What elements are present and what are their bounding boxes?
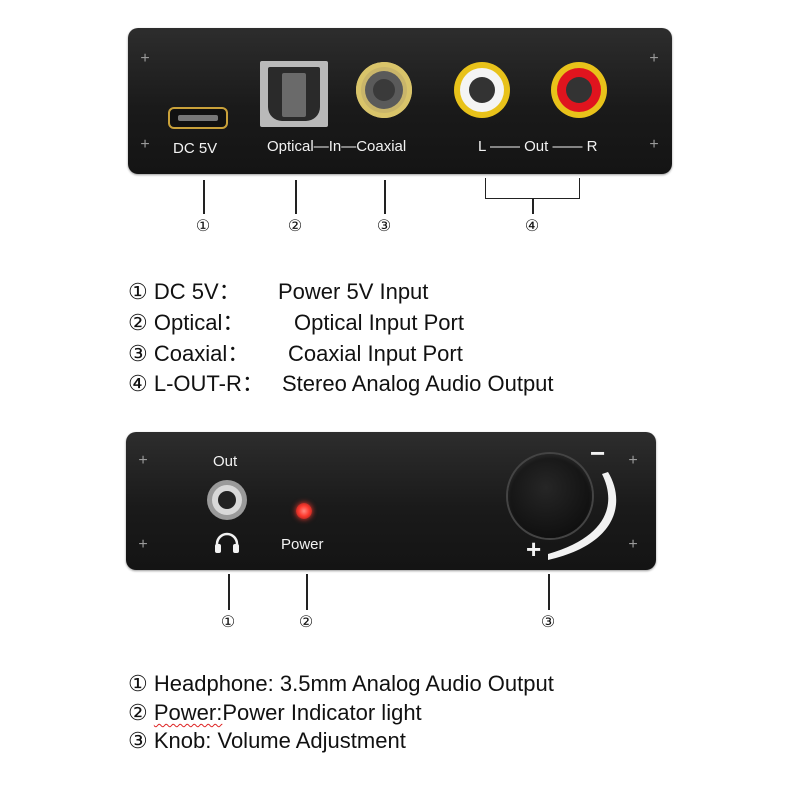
front-callout-2: ② <box>298 614 314 631</box>
leader-line <box>306 574 308 610</box>
front-desc-1: ① Headphone: 3.5mm Analog Audio Output <box>128 671 554 696</box>
back-desc-4: ④ L-OUT-R： Stereo Analog Audio Output <box>128 371 554 396</box>
screw-icon: + <box>649 50 659 67</box>
callout-3: ③ <box>376 218 392 235</box>
leader-line <box>548 574 550 610</box>
in-label: In <box>328 138 342 155</box>
screw-icon: + <box>140 136 150 153</box>
left-out-port[interactable] <box>454 62 510 118</box>
leader-line <box>228 574 230 610</box>
screw-icon: + <box>649 136 659 153</box>
screw-icon: + <box>138 536 148 553</box>
volume-knob[interactable] <box>508 454 592 538</box>
l-out-r-label: L —— Out —— R <box>478 138 598 155</box>
optical-port[interactable] <box>260 61 328 127</box>
dc-port[interactable] <box>168 107 228 129</box>
back-desc-3: ③ Coaxial： Coaxial Input Port <box>128 341 463 366</box>
power-label: Power <box>281 536 324 553</box>
headphone-out-label: Out <box>213 453 238 470</box>
power-led <box>296 503 312 519</box>
right-out-port[interactable] <box>551 62 607 118</box>
headphone-jack[interactable] <box>207 480 247 520</box>
output-bracket <box>485 178 580 199</box>
back-desc-1: ① DC 5V： Power 5V Input <box>128 279 429 304</box>
volume-minus: − <box>590 438 606 468</box>
back-panel: + + + + DC 5V Optical—In—Coaxial L —— Ou… <box>128 28 672 174</box>
optical-in-coaxial-label: Optical—In—Coaxial <box>267 138 407 155</box>
out-label: Out <box>524 138 549 155</box>
leader-line <box>532 198 534 214</box>
l-label: L <box>478 138 486 155</box>
coaxial-port[interactable] <box>356 62 412 118</box>
leader-line <box>203 180 205 214</box>
dc-label: DC 5V <box>173 140 218 157</box>
back-desc-2: ② Optical： Optical Input Port <box>128 310 464 335</box>
callout-2: ② <box>287 218 303 235</box>
coaxial-label: Coaxial <box>356 138 407 155</box>
front-desc-3: ③ Knob: Volume Adjustment <box>128 728 406 753</box>
leader-line <box>295 180 297 214</box>
screw-icon: + <box>628 536 638 553</box>
front-callout-1: ① <box>220 614 236 631</box>
volume-arc <box>548 472 617 560</box>
screw-icon: + <box>628 452 638 469</box>
volume-plus: + <box>526 534 542 564</box>
callout-1: ① <box>195 218 211 235</box>
callout-4: ④ <box>524 218 540 235</box>
optical-label: Optical <box>267 138 314 155</box>
front-callout-3: ③ <box>540 614 556 631</box>
r-label: R <box>586 138 598 155</box>
leader-line <box>384 180 386 214</box>
front-panel: + + + + Out Power − + <box>126 432 656 570</box>
headphone-icon <box>215 532 239 553</box>
screw-icon: + <box>138 452 148 469</box>
front-desc-2: ② Power:Power Indicator light <box>128 700 422 725</box>
screw-icon: + <box>140 50 150 67</box>
